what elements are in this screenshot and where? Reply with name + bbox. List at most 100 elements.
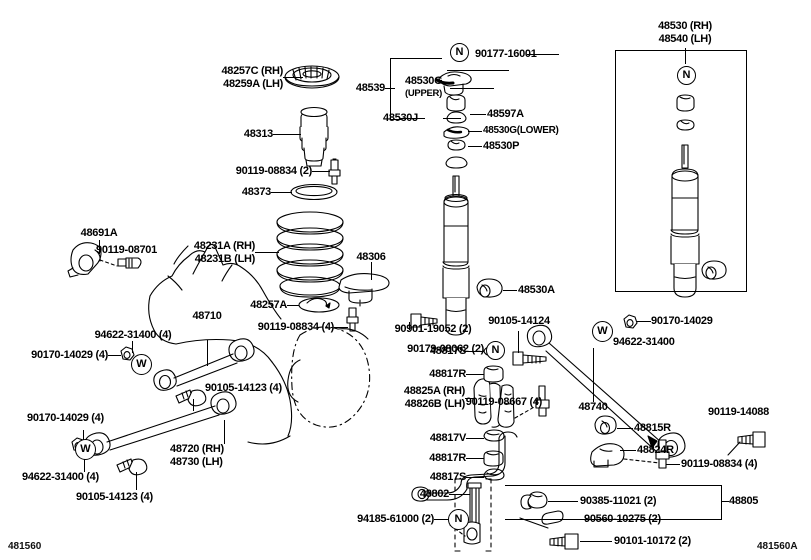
part-plate-48530p [445,156,468,169]
leader-90105-a [193,399,194,411]
leader-48815r [617,428,633,429]
label-48720: 48720 (RH) [170,443,224,455]
part-bushing-48817r-top [483,365,504,383]
label-90177-16001: 90177-16001 [475,48,537,60]
leader-48802 [449,494,470,495]
label-48826b: 48826B (LH) [404,397,466,410]
label-48817s-bottom: 48817S [429,471,466,483]
label-48815r: 48815R [634,422,671,434]
label-48530g-upper-line1: 48530G [405,75,443,87]
part-bracket-48825a [473,378,515,428]
label-90119-08834-right: 90119-08834 (4) [681,458,758,470]
leader-90177 [527,54,559,55]
part-bolt-90105-14124 [512,351,547,366]
leader-48530g-lower [468,131,482,132]
leader-48530a [503,290,517,291]
part-bolt-90105-14123-b [116,458,148,476]
bracket-48805-group [505,485,722,520]
inset-frame [615,50,747,292]
part-bolt-90119-08834-4-left [346,307,359,332]
leader-48817s-top [466,351,484,352]
leader-90119-08834-4 [334,327,348,328]
label-48597a: 48597A [487,108,524,120]
leader-90105-b [136,472,137,490]
label-94622-31400-right: 94622-31400 [613,336,675,348]
leader-48817r-bot [466,458,484,459]
label-48373: 48373 [241,186,271,198]
code-bottom-left: 481560 [8,541,42,552]
part-bolt-90101-10172 [549,533,579,550]
label-90901-19052: 90901-19052 (2) [394,323,472,335]
label-48306: 48306 [356,251,386,263]
label-48231a: 48231A (RH) [193,240,255,252]
label-90170-14029-b: 90170-14029 (4) [27,412,104,424]
label-48231b: 48231B (LH) [194,252,256,265]
leader-48539-top [400,58,442,59]
part-bolt-90105-14123-a [175,389,207,407]
leader-48691a [99,240,100,254]
label-94185-61000: 94185-61000 (2) [357,513,434,525]
leader-48817r-top [466,374,484,375]
marker-n-inset: N [677,66,696,85]
leader-90101 [580,541,612,542]
marker-n-top: N [450,43,469,62]
label-48257a: 48257A [250,299,287,311]
leader-48740 [593,348,594,402]
label-90119-08667: 90119-08667 (4) [465,396,543,408]
label-48691a: 48691A [80,227,118,239]
part-collar-90560-10275 [541,510,564,525]
part-bolt-90119-08701 [117,257,142,269]
leader-48720 [224,420,225,444]
leader-94622-a [132,341,133,353]
label-48257c-48259a: 48257C (RH) 48259A (LH) [163,65,283,90]
label-90105-14123-a: 90105-14123 (4) [205,382,282,394]
leader-inset-title [685,48,686,64]
label-48740: 48740 [578,401,608,413]
label-48720-48730: 48720 (RH) 48730 (LH) [170,443,270,468]
leader-90105-14124 [518,331,519,353]
part-bolt-90901-19052 [410,313,438,328]
leader-48530p [468,146,482,147]
leader-48313 [273,134,301,135]
part-bushing-48530a [476,278,503,298]
part-retainer-48257a [298,297,340,313]
label-48259a: 48259A (LH) [223,77,283,90]
leader-90170-right [637,321,651,322]
label-48817r-top: 48817R [429,368,466,380]
part-link-48802 [463,482,482,545]
part-axle-housing [148,243,293,445]
label-48530g-lower: 48530G(LOWER) [483,125,559,136]
leader-94185 [434,519,448,520]
leader-94622-b [84,458,85,472]
label-90105-14124: 90105-14124 [488,315,550,327]
part-bolt-90119-08834-4-right [655,439,670,469]
part-coil-spring-48231 [276,211,344,298]
inset-title-line2: 48540 (LH) [658,32,712,45]
part-nut-90170-14029-a [120,346,135,361]
marker-w-left-a: W [131,354,152,375]
part-bolt-90119-08834-2 [328,158,341,185]
label-90105-14123-b: 90105-14123 (4) [76,491,153,503]
label-48710: 48710 [192,310,222,322]
part-arm-48710 [153,338,255,391]
part-stopper-48306 [338,273,390,304]
leader-90170-a [108,355,121,356]
leader-90901 [409,322,410,330]
leader-90385 [548,501,578,502]
leader-48817s-bot [466,477,484,478]
label-48530g-upper: 48530G (UPPER) [405,75,475,100]
part-bracket-48824r [590,443,625,468]
label-48730: 48730 (LH) [170,455,223,468]
leader-90170-b [83,430,84,442]
label-48825a-48826b: 48825A (RH) 48826B (LH) [355,385,465,410]
leader-48530j-b [443,118,461,119]
part-bracket-48815r [594,415,617,435]
part-insulator-48373 [290,183,338,201]
label-48824r: 48824R [637,444,674,456]
leader-48373 [271,192,292,193]
leader-48530j-a [400,118,425,119]
part-retainer-48530j [446,111,467,124]
part-cushion-48530g-lower [447,139,466,151]
leader-48817v [466,438,484,439]
